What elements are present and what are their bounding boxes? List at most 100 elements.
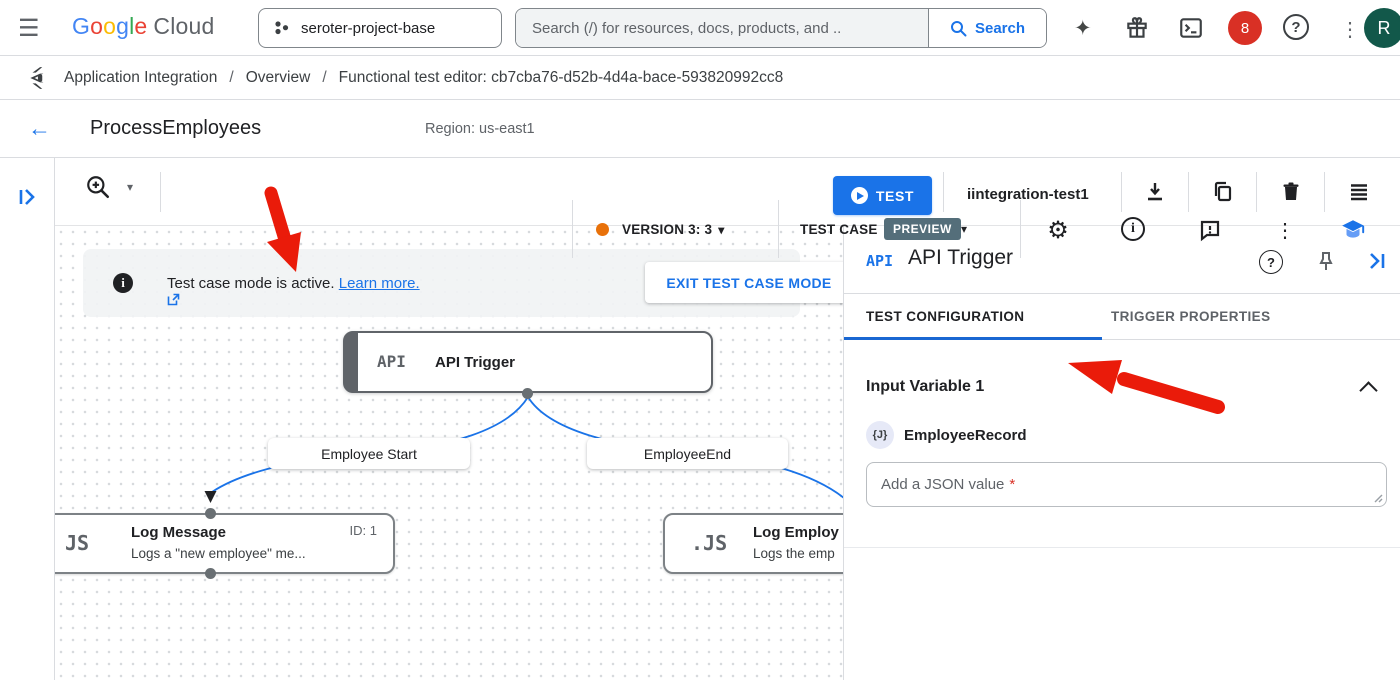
download-icon[interactable] (1143, 180, 1167, 204)
connector-dot[interactable] (522, 388, 533, 399)
panel-help-icon[interactable]: ? (1259, 250, 1283, 274)
version-label: VERSION 3: 3 (622, 222, 713, 237)
divider (1188, 172, 1189, 212)
node-subtitle: Logs a "new employee" me... (131, 546, 306, 561)
info-icon[interactable]: i (1121, 217, 1145, 241)
overflow-menu-icon[interactable]: ⋮ (1340, 19, 1360, 41)
edge-label-employee-start[interactable]: Employee Start (268, 438, 470, 469)
test-button-label: TEST (875, 187, 915, 204)
zoom-control[interactable]: ▾ (85, 174, 133, 200)
test-name-label: iintegration-test1 (967, 186, 1089, 203)
zoom-in-icon (87, 176, 110, 199)
gift-icon[interactable] (1124, 15, 1150, 41)
divider (844, 547, 1400, 548)
logs-list-icon[interactable] (1347, 180, 1371, 204)
divider (1256, 172, 1257, 212)
node-title: API Trigger (435, 354, 516, 371)
api-glyph-icon: API (866, 252, 894, 270)
panel-title: API Trigger (908, 246, 1014, 269)
delete-trash-icon[interactable] (1279, 180, 1303, 204)
breadcrumb-application-integration[interactable]: Application Integration (64, 68, 218, 86)
tab-trigger-properties[interactable]: TRIGGER PROPERTIES (1111, 294, 1270, 339)
breadcrumb: Application Integration / Overview / Fun… (0, 56, 1400, 100)
json-type-badge: {J} (866, 421, 894, 449)
tutorials-school-icon[interactable] (1340, 217, 1366, 243)
required-asterisk: * (1009, 476, 1016, 493)
cloud-shell-icon[interactable] (1178, 15, 1204, 41)
connector-dot[interactable] (204, 568, 216, 579)
page-title: ProcessEmployees (90, 117, 262, 139)
test-button[interactable]: TEST (833, 176, 932, 215)
exit-test-case-mode-button[interactable]: EXIT TEST CASE MODE (645, 262, 843, 303)
project-picker[interactable]: seroter-project-base (258, 8, 502, 48)
caret-down-icon[interactable]: ▾ (961, 222, 968, 236)
breadcrumb-separator: / (322, 68, 327, 86)
hamburger-menu-icon[interactable]: ☰ (18, 15, 40, 42)
more-options-icon[interactable]: ⋮ (1275, 219, 1295, 242)
learn-more-link[interactable]: Learn more. (338, 275, 420, 292)
search-button[interactable]: Search (928, 9, 1046, 47)
notifications-badge[interactable]: 8 (1228, 11, 1262, 45)
version-dropdown[interactable]: VERSION 3: 3 ▾ (622, 222, 724, 237)
settings-gear-icon[interactable]: ⚙ (1047, 216, 1069, 244)
config-panel: API API Trigger ? TEST CONFIGURATION TRI… (843, 225, 1400, 680)
left-rail (0, 158, 55, 680)
divider (1020, 200, 1021, 258)
divider (778, 200, 779, 258)
feedback-icon[interactable] (1197, 217, 1223, 243)
tab-label: TEST CONFIGURATION (866, 309, 1025, 324)
global-search: Search (/) for resources, docs, products… (515, 8, 1047, 48)
chevron-up-icon[interactable] (1359, 381, 1378, 400)
input-placeholder: Add a JSON value (881, 476, 1005, 493)
edge-label-employee-end[interactable]: EmployeeEnd (587, 438, 788, 469)
connector-dot[interactable] (204, 508, 216, 519)
node-title: Log Message (131, 524, 227, 541)
divider (1121, 172, 1122, 212)
resize-handle-icon[interactable] (1372, 492, 1383, 503)
js-glyph-icon: JS (65, 531, 90, 555)
api-trigger-node[interactable]: API API Trigger (343, 331, 713, 393)
banner-message: Test case mode is active. (167, 275, 335, 292)
back-arrow-icon[interactable]: ← (28, 115, 51, 141)
breadcrumb-overview[interactable]: Overview (245, 68, 311, 86)
info-icon: i (113, 273, 133, 293)
search-input[interactable]: Search (/) for resources, docs, products… (516, 9, 928, 47)
collapse-panel-icon[interactable] (1366, 250, 1388, 272)
input-variable-section-title: Input Variable 1 (866, 378, 985, 395)
logo-letter: g (116, 13, 130, 39)
logo-letter: e (134, 13, 148, 39)
variable-name: EmployeeRecord (904, 427, 1027, 444)
divider (160, 172, 161, 212)
caret-down-icon: ▾ (127, 180, 134, 194)
log-employee-node[interactable]: .JS Log Employ Logs the emp (663, 513, 843, 574)
help-icon[interactable]: ? (1283, 14, 1309, 40)
play-icon (850, 187, 868, 204)
search-button-label: Search (974, 19, 1026, 37)
copy-icon[interactable] (1211, 180, 1235, 204)
breadcrumb-separator: / (229, 68, 234, 86)
gemini-sparkle-icon[interactable]: ✦ (1074, 17, 1092, 40)
expand-panel-icon[interactable] (17, 186, 39, 208)
account-avatar[interactable]: R (1364, 8, 1400, 48)
preview-badge: PREVIEW (884, 218, 961, 240)
divider (943, 172, 944, 212)
version-status-dot (596, 223, 609, 236)
json-value-input[interactable]: Add a JSON value * (866, 462, 1387, 507)
active-tab-underline (844, 337, 1102, 340)
tab-test-configuration[interactable]: TEST CONFIGURATION (844, 294, 1102, 340)
logo-letter: o (90, 13, 104, 39)
test-case-label: TEST CASE (800, 222, 878, 237)
logo-letter: l (129, 13, 135, 39)
edge-arrowhead (204, 491, 217, 503)
project-icon (275, 21, 289, 35)
panel-tabs: TEST CONFIGURATION TRIGGER PROPERTIES (844, 294, 1400, 340)
integration-canvas[interactable]: i Test case mode is active. Learn more. … (55, 225, 843, 680)
node-id-label: ID: 1 (349, 523, 377, 538)
pin-icon[interactable] (1314, 250, 1338, 274)
caret-down-icon: ▾ (718, 222, 725, 237)
node-title: Log Employ (753, 524, 839, 541)
log-message-node[interactable]: JS Log Message Logs a "new employee" me.… (55, 513, 395, 574)
logo-letter: G (72, 13, 91, 39)
